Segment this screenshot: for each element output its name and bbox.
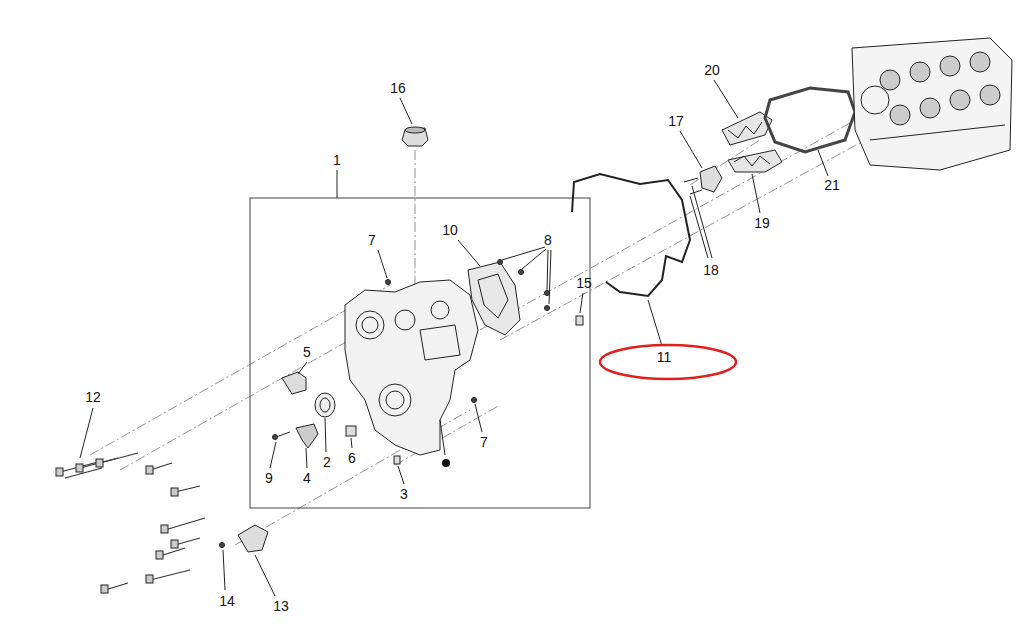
- callout-number: 15: [576, 276, 592, 290]
- callout-number: 20: [704, 63, 720, 77]
- callout-number: 6: [348, 451, 356, 465]
- callout-number: 14: [219, 594, 235, 608]
- callout-number: 8: [544, 233, 552, 247]
- callout-number: 11: [657, 350, 672, 364]
- callout-number: 4: [303, 471, 311, 485]
- callout-number: 17: [668, 114, 684, 128]
- callout-number: 1: [333, 153, 341, 167]
- callout-number: 9: [265, 471, 273, 485]
- callout-number: 3: [400, 487, 408, 501]
- callout-number: 19: [754, 216, 770, 230]
- callout-number: 21: [824, 178, 840, 192]
- callout-number: 18: [703, 263, 719, 277]
- callout-number: 2: [323, 455, 331, 469]
- callout-number: 5: [303, 345, 311, 359]
- callout-number: 10: [442, 223, 458, 237]
- callout-number: 16: [390, 81, 406, 95]
- callout-number: 12: [85, 390, 101, 404]
- callout-number: 7: [368, 233, 376, 247]
- callout-number: 13: [273, 599, 289, 613]
- callout-number: 7: [480, 435, 488, 449]
